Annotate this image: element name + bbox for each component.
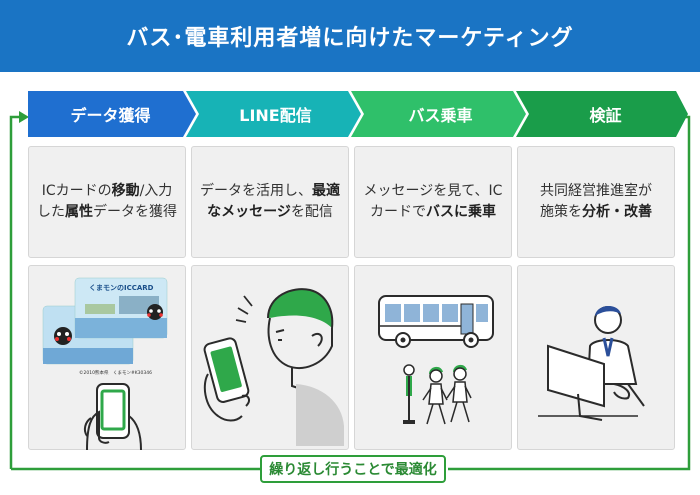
ic-card-front-image <box>74 277 168 339</box>
description-card-4: 共同経営推進室が 施策を分析・改善 <box>517 146 675 258</box>
step-arrow-2 <box>186 91 361 137</box>
bus-image <box>378 295 494 348</box>
illustration-card-ic: くまモンのICCARD ©2010熊本県 くまモン#K30346 <box>28 265 186 451</box>
process-steps: データ獲得 LINE配信 バス乗車 検証 <box>28 91 688 137</box>
illustration-card-analysis <box>517 265 675 450</box>
description-card-2: データを活用し、最適 なメッセージを配信 <box>191 146 349 258</box>
phone-hand-image <box>83 383 142 451</box>
page-title: バス･電車利用者増に向けたマーケティング <box>0 0 700 72</box>
walking-people-image <box>422 364 472 425</box>
illustration-card-line <box>191 265 349 450</box>
bus-stop-sign-image <box>403 364 415 424</box>
step-data-acquisition: データ獲得 <box>70 106 151 125</box>
step-line-delivery: LINE配信 <box>239 106 312 125</box>
step-bus-boarding: バス乗車 <box>408 106 473 125</box>
description-card-3: メッセージを見て、IC カードでバスに乗車 <box>354 146 512 258</box>
person-with-phone-image <box>203 288 344 446</box>
ic-card-copyright: ©2010熊本県 くまモン#K30346 <box>79 369 152 376</box>
step-verification: 検証 <box>589 106 622 125</box>
description-card-1: ICカードの移動/入力 した属性データを獲得 <box>28 146 186 258</box>
loop-label: 繰り返し行うことで最適化 <box>260 455 446 483</box>
person-at-computer-image <box>538 305 645 421</box>
step-arrow-1 <box>28 91 196 137</box>
step-arrow-3 <box>351 91 526 137</box>
step-arrow-4 <box>516 91 688 137</box>
ic-card-brand: くまモンのICCARD <box>89 283 154 292</box>
illustration-card-bus <box>354 265 512 450</box>
